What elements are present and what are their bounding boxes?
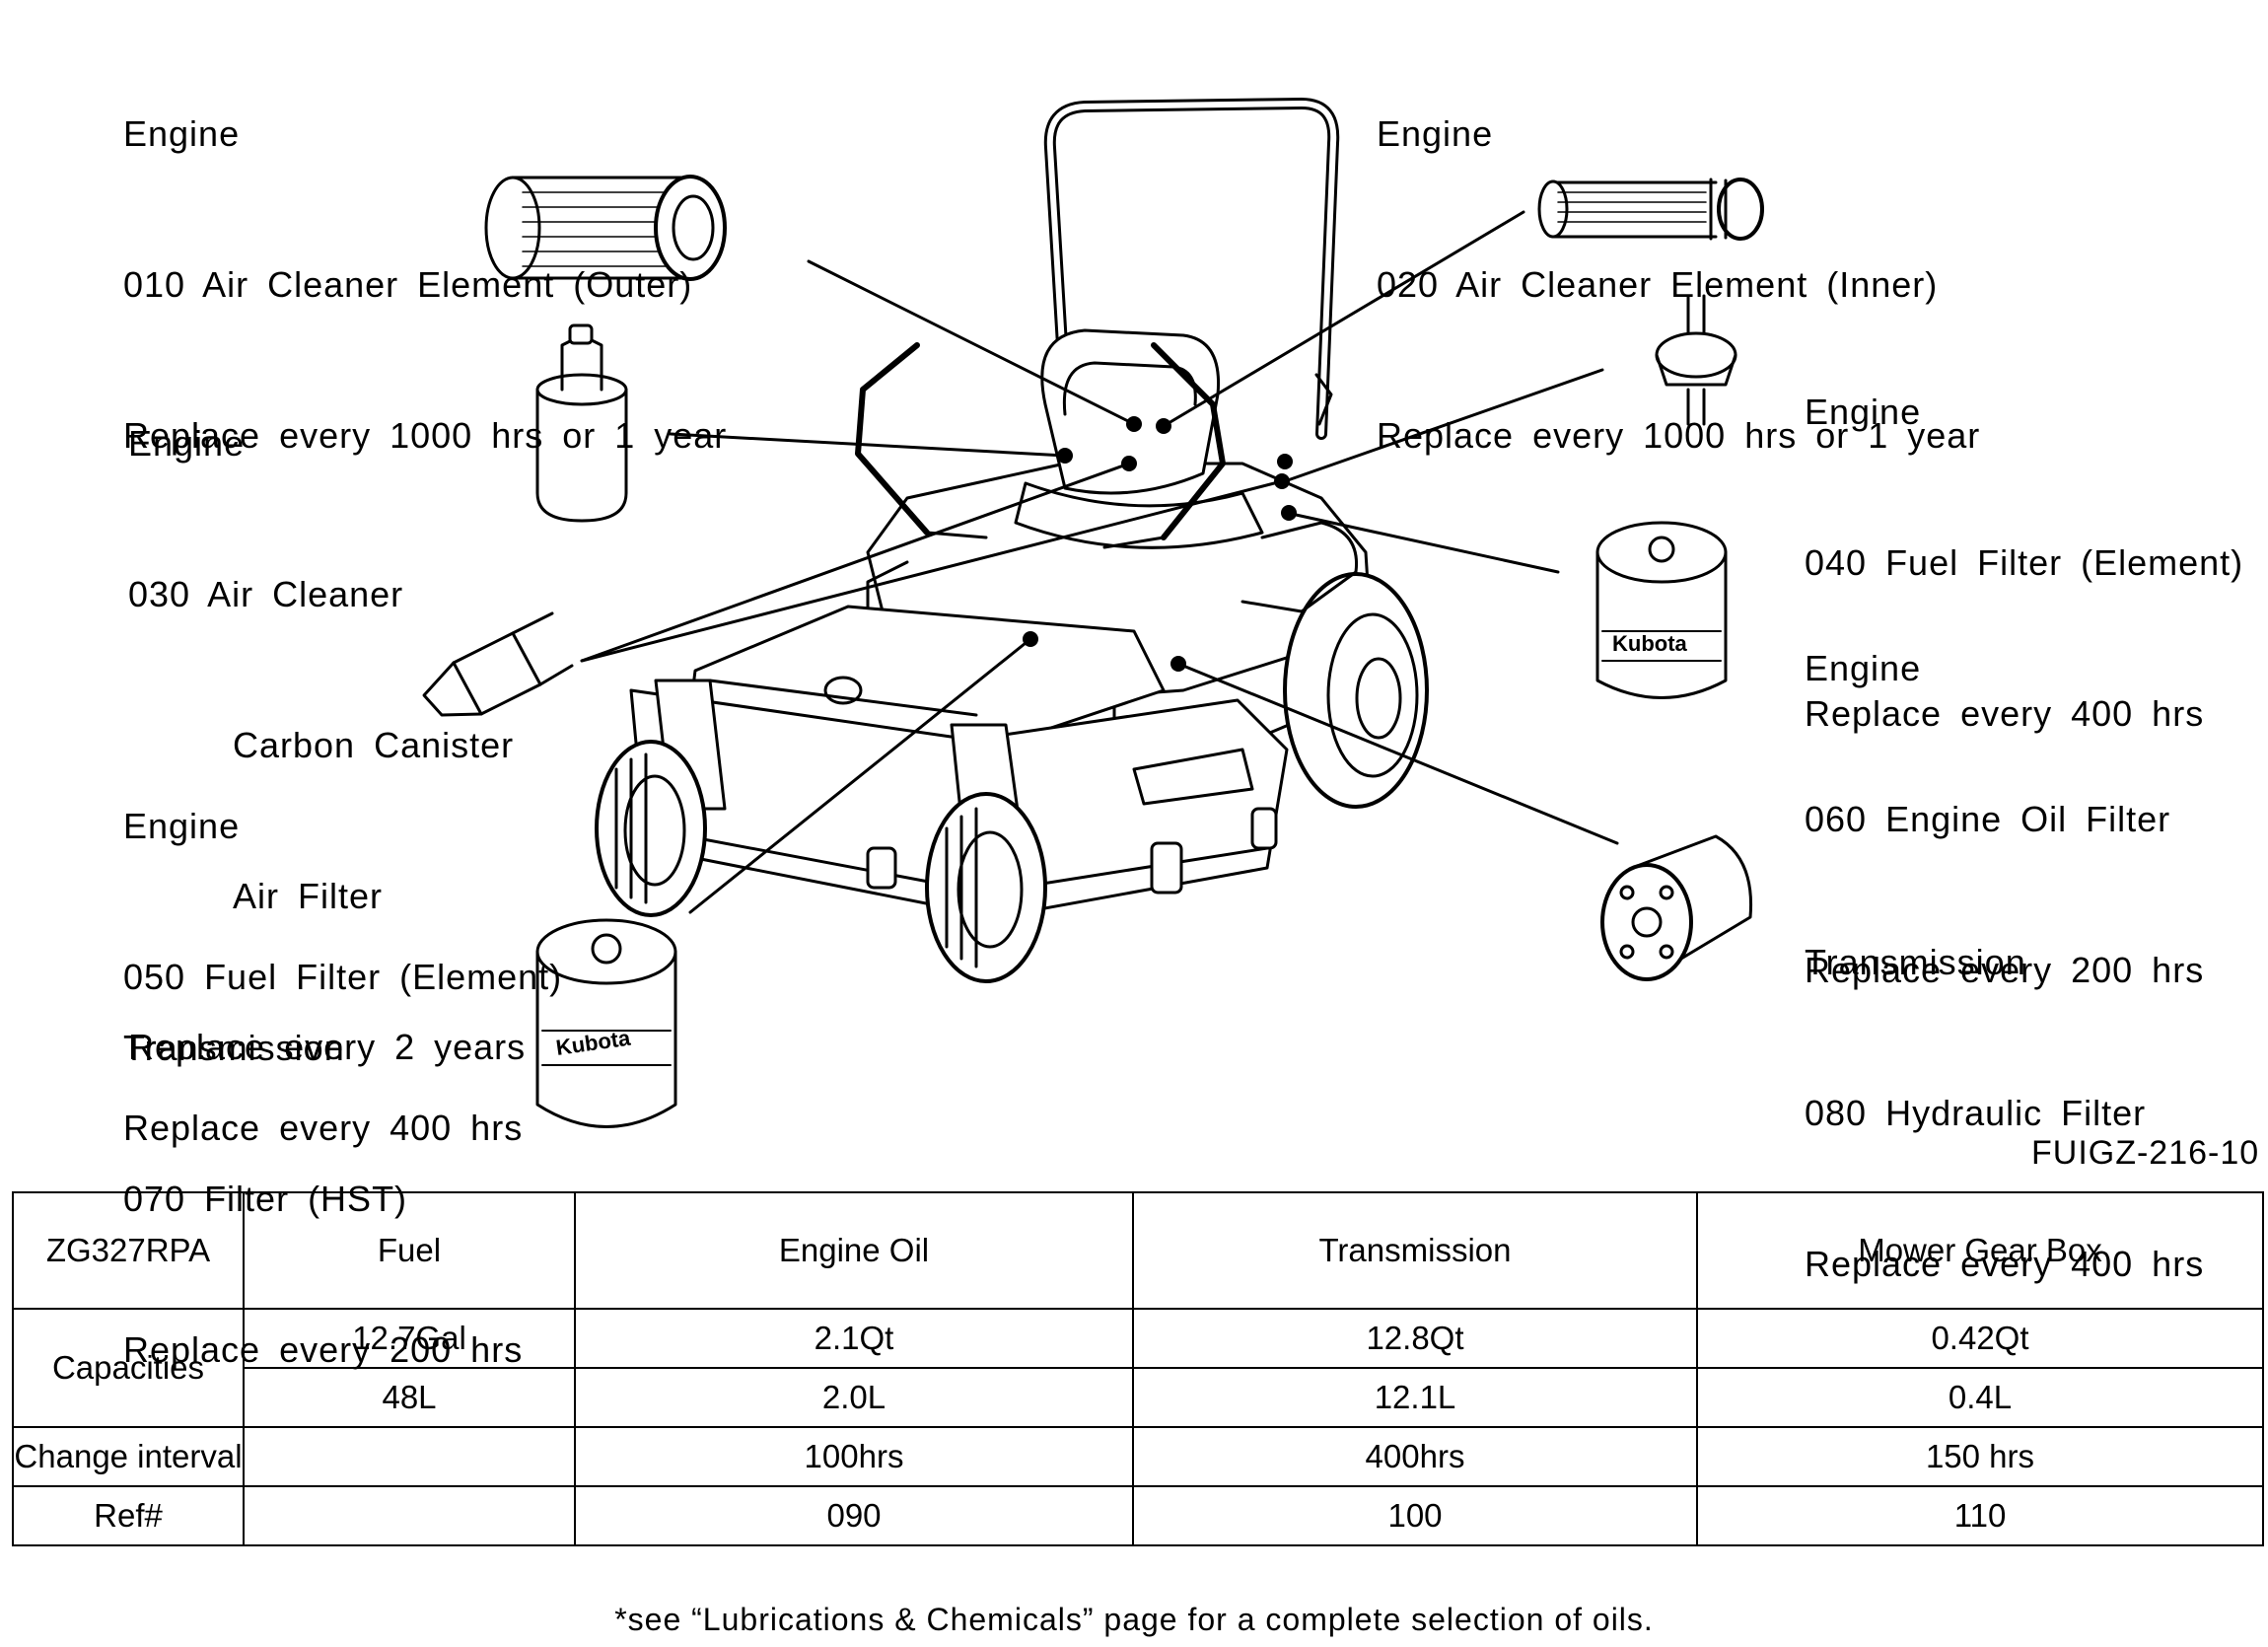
callout-part: 010 Air Cleaner Element (Outer) — [123, 264, 693, 305]
callout-category: Transmission — [1805, 942, 2026, 982]
zero-turn-mower — [595, 98, 1429, 983]
engine-oil-filter-brand: Kubota — [1612, 631, 1688, 656]
callout-category: Engine — [1805, 392, 1922, 432]
callout-interval: Replace every 400 hrs — [123, 1108, 524, 1148]
callout-050-fuel-filter: Engine 050 Fuel Filter (Element) Replace… — [123, 700, 562, 1203]
table-row: Capacities 12.7Gal 2.1Qt 12.8Qt 0.42Qt — [12, 1308, 2264, 1428]
callout-040-fuel-filter: Engine 040 Fuel Filter (Element) Replace… — [1805, 286, 2243, 789]
callout-category: Engine — [128, 423, 246, 464]
table-cell: 090 — [574, 1485, 1134, 1546]
row-header: Capacities — [12, 1308, 245, 1428]
callout-interval: Replace every 2 years — [128, 1027, 527, 1067]
callout-category: Transmission — [123, 1028, 345, 1068]
table-cell: 12.7Gal — [243, 1308, 576, 1369]
carbon-canister-icon — [535, 323, 628, 523]
table-cell: 110 — [1696, 1485, 2264, 1546]
callout-category: Engine — [1377, 113, 1494, 154]
table-header-row: ZG327RPA Fuel Engine Oil Transmission Mo… — [12, 1191, 2264, 1310]
row-header: Change interval — [12, 1426, 245, 1487]
table-cell: 2.1Qt — [574, 1308, 1134, 1369]
air-cleaner-outer-icon — [484, 175, 727, 281]
callout-part: 060 Engine Oil Filter — [1805, 799, 2171, 839]
callout-interval: Replace every 200 hrs — [1805, 950, 2205, 990]
hydraulic-filter-icon — [1600, 834, 1753, 981]
column-header: Transmission — [1132, 1191, 1698, 1310]
fuel-filter-icon — [422, 611, 574, 717]
table-cell — [243, 1426, 576, 1487]
capacities-table: ZG327RPA Fuel Engine Oil Transmission Mo… — [12, 1191, 2264, 1546]
callout-020-air-cleaner-inner: Engine 020 Air Cleaner Element (Inner) R… — [1377, 8, 1980, 511]
leader-lines — [580, 210, 1619, 914]
fuel-filter-icon — [1655, 294, 1737, 426]
table-cell: 100 — [1132, 1485, 1698, 1546]
parts-diagram: Kubota Kubota — [422, 98, 1764, 1128]
hst-filter-icon — [535, 918, 677, 1128]
engine-oil-filter-icon — [1595, 521, 1728, 699]
callout-part: 050 Fuel Filter (Element) — [123, 957, 563, 997]
callout-interval: Replace every 1000 hrs or 1 year — [1377, 415, 1981, 456]
callout-part: 020 Air Cleaner Element (Inner) — [1377, 264, 1939, 305]
callout-part-detail: Carbon Canister — [233, 725, 515, 765]
air-cleaner-inner-icon — [1537, 178, 1764, 241]
table-row: Change interval 100hrs 400hrs 150 hrs — [12, 1426, 2264, 1487]
callout-category: Engine — [1805, 648, 1922, 688]
table-cell: 100hrs — [574, 1426, 1134, 1487]
callout-interval: Replace every 1000 hrs or 1 year — [123, 415, 728, 456]
table-cell: 12.1L — [1132, 1367, 1698, 1428]
table-cell: 0.4L — [1696, 1367, 2264, 1428]
column-header: Engine Oil — [574, 1191, 1134, 1310]
footnote: *see “Lubrications & Chemicals” page for… — [614, 1602, 1654, 1637]
callout-category: Engine — [123, 113, 241, 154]
figure-id: FUIGZ-216-10 — [2031, 1134, 2260, 1172]
table-cell: 0.42Qt — [1696, 1308, 2264, 1369]
table-row: 48L 2.0L 12.1L 0.4L — [13, 1367, 2264, 1428]
table-cell: 400hrs — [1132, 1426, 1698, 1487]
callout-dots — [1023, 416, 1297, 672]
column-header: Fuel — [243, 1191, 576, 1310]
table-cell: 12.8Qt — [1132, 1308, 1698, 1369]
callout-category: Engine — [123, 806, 241, 846]
table-cell: 150 hrs — [1696, 1426, 2264, 1487]
callout-part: 040 Fuel Filter (Element) — [1805, 542, 2244, 583]
table-row: Ref# 090 100 110 — [12, 1485, 2264, 1546]
table-cell: 48L — [243, 1367, 576, 1428]
callout-030-carbon-canister: Engine 030 Air Cleaner Carbon Canister A… — [128, 318, 526, 1122]
callout-part: 030 Air Cleaner — [128, 574, 404, 614]
model-cell: ZG327RPA — [12, 1191, 245, 1310]
table-cell — [243, 1485, 576, 1546]
callout-part: 080 Hydraulic Filter — [1805, 1093, 2147, 1133]
column-header: Mower Gear Box — [1696, 1191, 2264, 1310]
row-header: Ref# — [12, 1485, 245, 1546]
callout-interval: Replace every 400 hrs — [1805, 693, 2205, 734]
callout-060-engine-oil-filter: Engine 060 Engine Oil Filter Replace eve… — [1805, 542, 2204, 1045]
callout-part-detail: Air Filter — [233, 876, 383, 916]
table-cell: 2.0L — [574, 1367, 1134, 1428]
callout-010-air-cleaner-outer: Engine 010 Air Cleaner Element (Outer) R… — [123, 8, 727, 511]
